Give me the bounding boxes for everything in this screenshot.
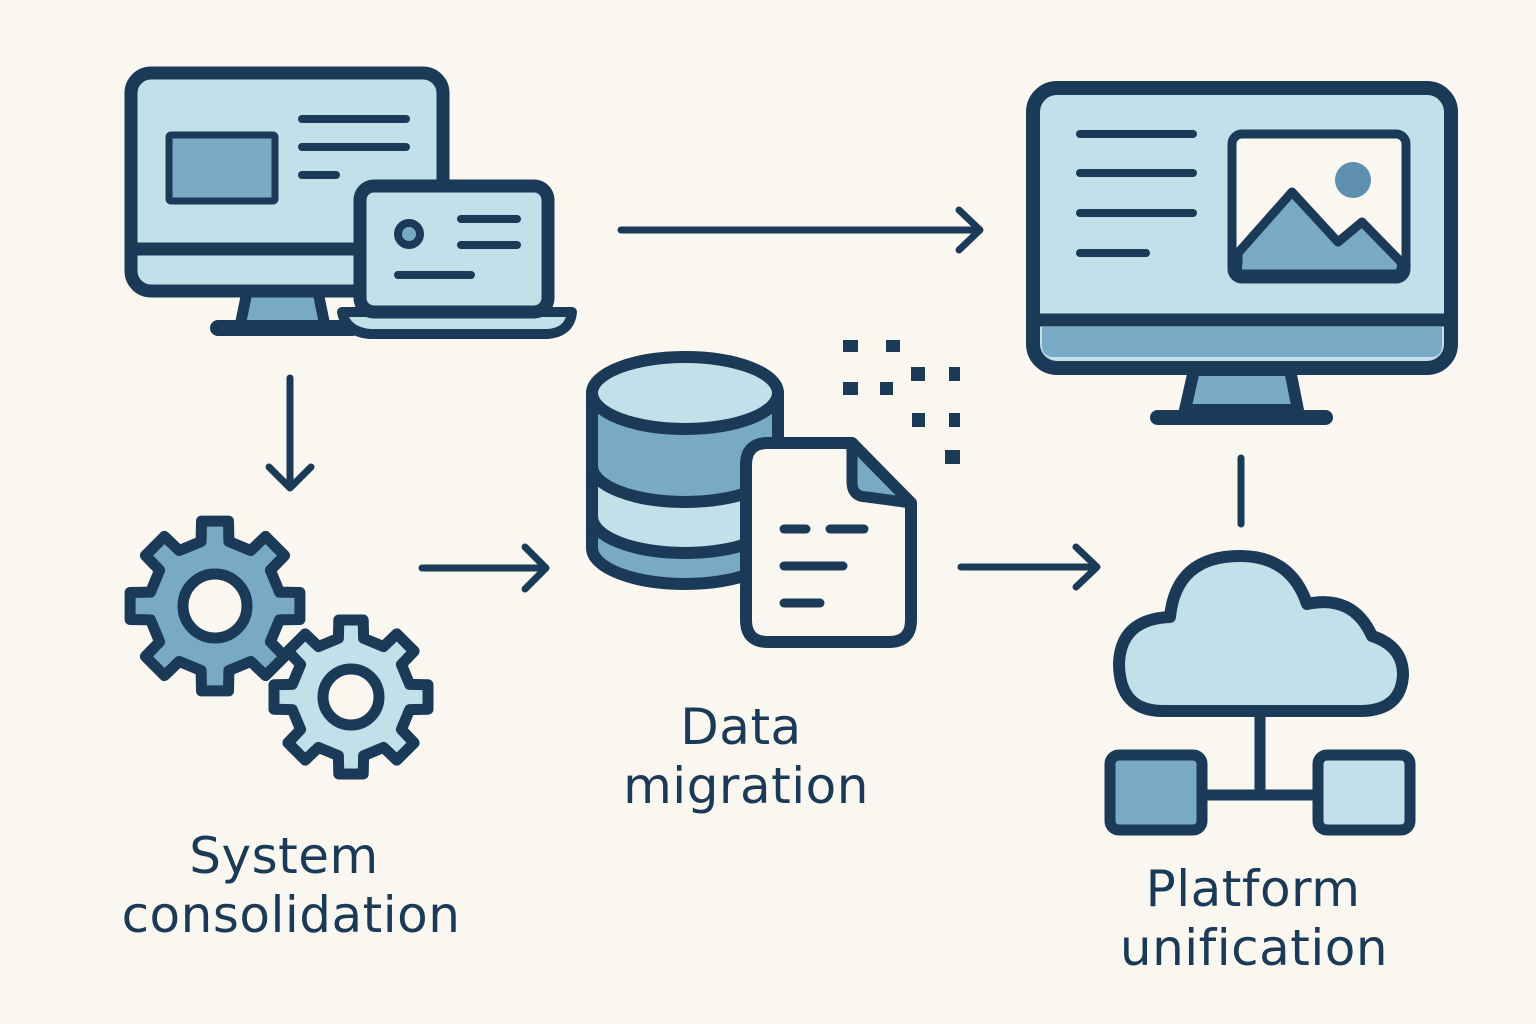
arrow-head <box>265 463 315 492</box>
data-bit <box>880 382 893 395</box>
data-bit <box>949 413 960 427</box>
data-bits-icon <box>843 340 960 464</box>
laptop-lid <box>353 179 555 319</box>
arrow-head <box>955 206 984 254</box>
desktop-stand-base <box>210 320 360 336</box>
image-sun <box>1335 162 1371 198</box>
desktop-image-block <box>165 131 279 205</box>
arrow-devices-to-gears <box>265 374 315 492</box>
label-line: Data <box>680 698 801 756</box>
arrow-head <box>521 543 550 593</box>
label-line: Platform <box>1146 860 1361 918</box>
gear-small-hole <box>317 663 385 731</box>
database-top <box>586 351 784 435</box>
network-node-left <box>1104 749 1208 836</box>
label-platform-unification: Platform unification <box>1120 860 1388 977</box>
laptop-icon <box>337 179 577 339</box>
data-bit <box>911 367 925 381</box>
unified-monitor-icon <box>1026 81 1458 425</box>
cloud-network-icon <box>1104 550 1416 836</box>
database-middle-band <box>598 470 772 547</box>
label-data-migration: Data migration <box>623 698 869 815</box>
label-line: migration <box>623 757 869 815</box>
laptop-avatar-circle <box>394 219 424 249</box>
arrow-database-to-cloud <box>957 543 1101 591</box>
label-system-consolidation: System consolidation <box>122 827 461 944</box>
label-line: unification <box>1120 919 1388 977</box>
label-line: System <box>189 827 378 885</box>
unified-chin <box>1042 327 1442 357</box>
arrow-devices-to-unified <box>617 206 984 254</box>
arrow-head <box>1072 543 1101 591</box>
image-placeholder-icon <box>1227 129 1411 284</box>
unified-stand-neck <box>1179 364 1304 416</box>
cloud-shape <box>1113 550 1409 717</box>
gears-icon <box>124 515 434 780</box>
arrow-gears-to-database <box>418 543 550 593</box>
data-bit <box>949 367 960 381</box>
document-fold <box>846 437 917 509</box>
devices-group <box>124 66 577 339</box>
document-icon <box>740 437 917 648</box>
connectors <box>265 206 1245 593</box>
data-bit <box>912 413 925 427</box>
gear-large-hole <box>177 568 253 644</box>
data-bit <box>886 340 900 352</box>
unified-stand-base <box>1150 410 1333 425</box>
network-node-right <box>1312 749 1416 836</box>
data-bit <box>945 450 960 464</box>
label-line: consolidation <box>122 886 461 944</box>
data-bit <box>843 340 858 352</box>
data-bit <box>843 382 858 395</box>
image-mountains <box>1233 187 1406 279</box>
